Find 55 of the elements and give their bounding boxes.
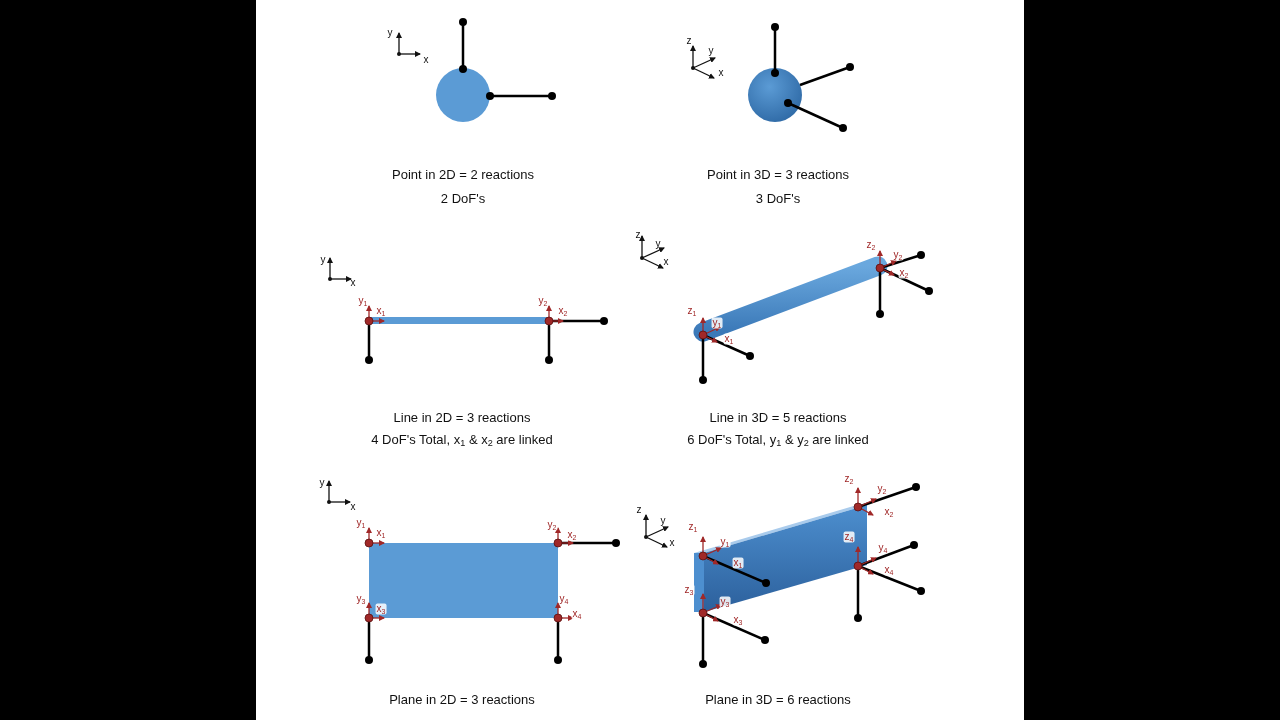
axis-label: y — [319, 478, 325, 488]
dof-label: y$_{1}$ — [719, 536, 731, 548]
caption: Line in 2D = 3 reactions — [393, 410, 531, 424]
caption: 3 DoF's — [755, 191, 801, 205]
caption: Line in 3D = 5 reactions — [709, 410, 847, 424]
caption: 2 DoF's — [440, 191, 486, 205]
dof-label: z$_{1}$ — [687, 521, 699, 533]
axis-label: x — [350, 278, 356, 288]
dof-label: y$_{4}$ — [877, 542, 889, 554]
dof-label: y$_{3}$ — [719, 596, 731, 608]
dof-label: x$_{4}$ — [571, 608, 583, 620]
axis-label: x — [718, 68, 724, 78]
caption: 6 DoF's Total, y$_{1}$ & y$_{2}$ are linked — [687, 433, 869, 449]
caption: Plane in 2D = 3 reactions — [389, 692, 535, 706]
axis-label: y — [320, 255, 326, 265]
dof-label: x$_{2}$ — [883, 506, 895, 518]
dof-label: y$_{2}$ — [537, 295, 549, 307]
dof-label: y$_{2}$ — [546, 519, 558, 531]
dof-label: z$_{4}$ — [843, 531, 855, 543]
dof-label: x$_{1}$ — [732, 557, 744, 569]
axis-label: x — [423, 55, 429, 65]
axis-label: y — [655, 239, 661, 249]
dof-label: x$_{1}$ — [723, 333, 735, 345]
dof-label: y$_{2}$ — [876, 483, 888, 495]
axis-label: y — [660, 516, 666, 526]
dof-label: x$_{3}$ — [732, 614, 744, 626]
dof-label: y$_{4}$ — [558, 593, 570, 605]
dof-label: x$_{1}$ — [375, 305, 387, 317]
dof-label: x$_{3}$ — [375, 603, 387, 615]
dof-label: z$_{2}$ — [865, 239, 877, 251]
axis-label: x — [663, 257, 669, 267]
axis-label: z — [636, 505, 642, 515]
dof-label: x$_{1}$ — [375, 527, 387, 539]
caption: Point in 3D = 3 reactions — [707, 167, 849, 181]
dof-label: z$_{1}$ — [686, 305, 698, 317]
dof-label: y$_{2}$ — [892, 249, 904, 261]
caption: 4 DoF's Total, x$_{1}$ & x$_{2}$ are linked — [371, 433, 553, 449]
caption: Point in 2D = 2 reactions — [392, 167, 534, 181]
dof-label: z$_{2}$ — [843, 473, 855, 485]
dof-label: x$_{2}$ — [557, 305, 569, 317]
axis-label: y — [387, 28, 393, 38]
dof-label: y$_{3}$ — [355, 593, 367, 605]
axis-label: x — [350, 502, 356, 512]
dof-label: y$_{1}$ — [357, 295, 369, 307]
dof-label: y$_{1}$ — [711, 317, 723, 329]
dof-label: x$_{2}$ — [898, 267, 910, 279]
axis-label: z — [635, 230, 641, 240]
dof-label: y$_{1}$ — [355, 517, 367, 529]
caption: Plane in 3D = 6 reactions — [705, 692, 851, 706]
axis-label: x — [669, 538, 675, 548]
dof-label: z$_{3}$ — [683, 584, 695, 596]
axis-label: y — [708, 46, 714, 56]
axis-label: z — [686, 36, 692, 46]
dof-label: x$_{4}$ — [883, 564, 895, 576]
dof-label: x$_{2}$ — [566, 529, 578, 541]
